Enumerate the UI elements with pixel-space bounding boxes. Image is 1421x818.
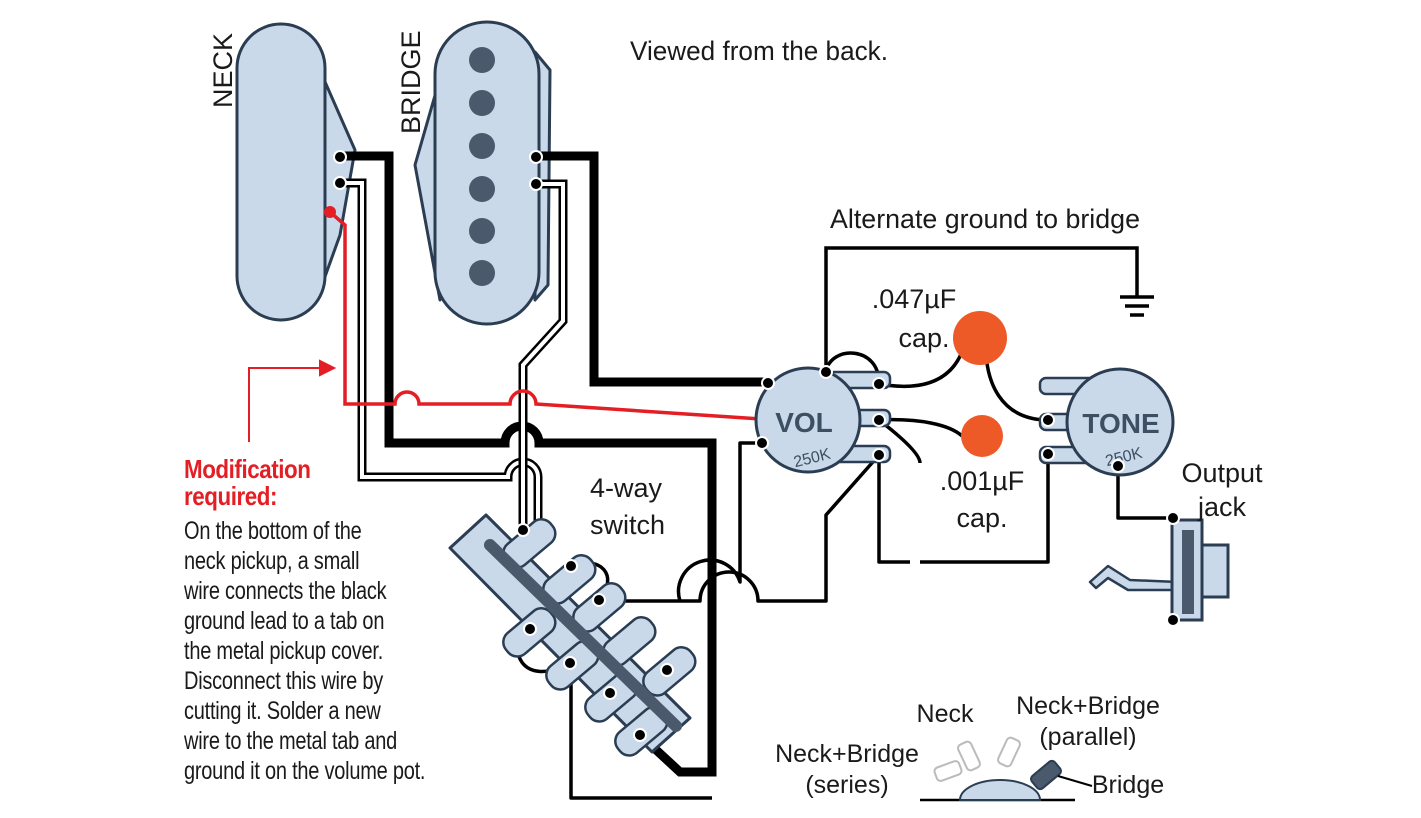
modification-heading-line2: required:: [184, 481, 278, 511]
tone-pot: TONE 250K: [1038, 367, 1175, 477]
legend-series-line2: (series): [805, 771, 888, 799]
lever-neck: [957, 740, 981, 772]
neck-pickup-label: NECK: [208, 33, 238, 108]
alternate-ground-label: Alternate ground to bridge: [830, 204, 1140, 234]
tone-pot-label: TONE: [1082, 408, 1159, 439]
bridge-white-wire: [518, 179, 568, 530]
lever-series: [933, 760, 963, 782]
modification-line: wire connects the black: [184, 577, 387, 605]
jack-label-line1: Output: [1181, 458, 1263, 488]
cap-047-unit: cap.: [898, 323, 949, 353]
cap-001-unit: cap.: [956, 503, 1007, 533]
alternate-ground-wire: [824, 246, 1154, 372]
legend-parallel-line2: (parallel): [1039, 723, 1136, 751]
modification-instructions: On the bottom of the neck pickup, a smal…: [184, 516, 448, 786]
legend-bridge: Bridge: [1092, 771, 1164, 799]
legend-parallel-line1: Neck+Bridge: [1016, 692, 1160, 720]
cap-047-value: .047µF: [872, 284, 957, 314]
pole-pieces: [469, 47, 495, 286]
output-jack: [1088, 518, 1230, 622]
volume-pot-label: VOL: [775, 407, 833, 438]
switch-positions-legend: [920, 736, 1093, 802]
modification-line: ground it on the volume pot.: [184, 757, 426, 785]
cap-001-value: .001µF: [940, 466, 1025, 496]
capacitor-047: [953, 311, 1007, 365]
four-way-switch: [448, 513, 697, 757]
bridge-black-wire: [536, 151, 768, 387]
switch-label-line2: switch: [590, 510, 665, 540]
volume-pot: VOL 250K: [754, 366, 892, 474]
modification-heading: Modification required:: [184, 456, 311, 510]
neck-pickup: [235, 22, 357, 322]
capacitor-001: [961, 415, 1003, 457]
modification-line: Disconnect this wire by: [184, 667, 384, 695]
lever-parallel: [997, 736, 1021, 768]
legend-series-line1: Neck+Bridge: [775, 740, 919, 768]
switch-label-line1: 4-way: [590, 473, 663, 503]
legend-neck: Neck: [917, 700, 974, 728]
view-caption: Viewed from the back.: [630, 36, 888, 66]
modification-arrow: [248, 359, 337, 442]
modification-heading-line1: Modification: [184, 454, 311, 484]
lever-bridge: [1030, 759, 1062, 791]
solder-joints: [333, 150, 1180, 742]
jack-label-line2: jack: [1197, 492, 1247, 522]
modification-line: ground lead to a tab on: [184, 607, 385, 635]
modification-line: neck pickup, a small: [184, 547, 360, 575]
modification-line: the metal pickup cover.: [184, 637, 384, 665]
modification-line: cutting it. Solder a new: [184, 697, 381, 725]
bridge-pickup-label: BRIDGE: [396, 30, 426, 134]
modification-line: wire to the metal tab and: [184, 727, 398, 755]
bridge-pickup: [413, 20, 552, 326]
modification-line: On the bottom of the: [184, 517, 362, 545]
